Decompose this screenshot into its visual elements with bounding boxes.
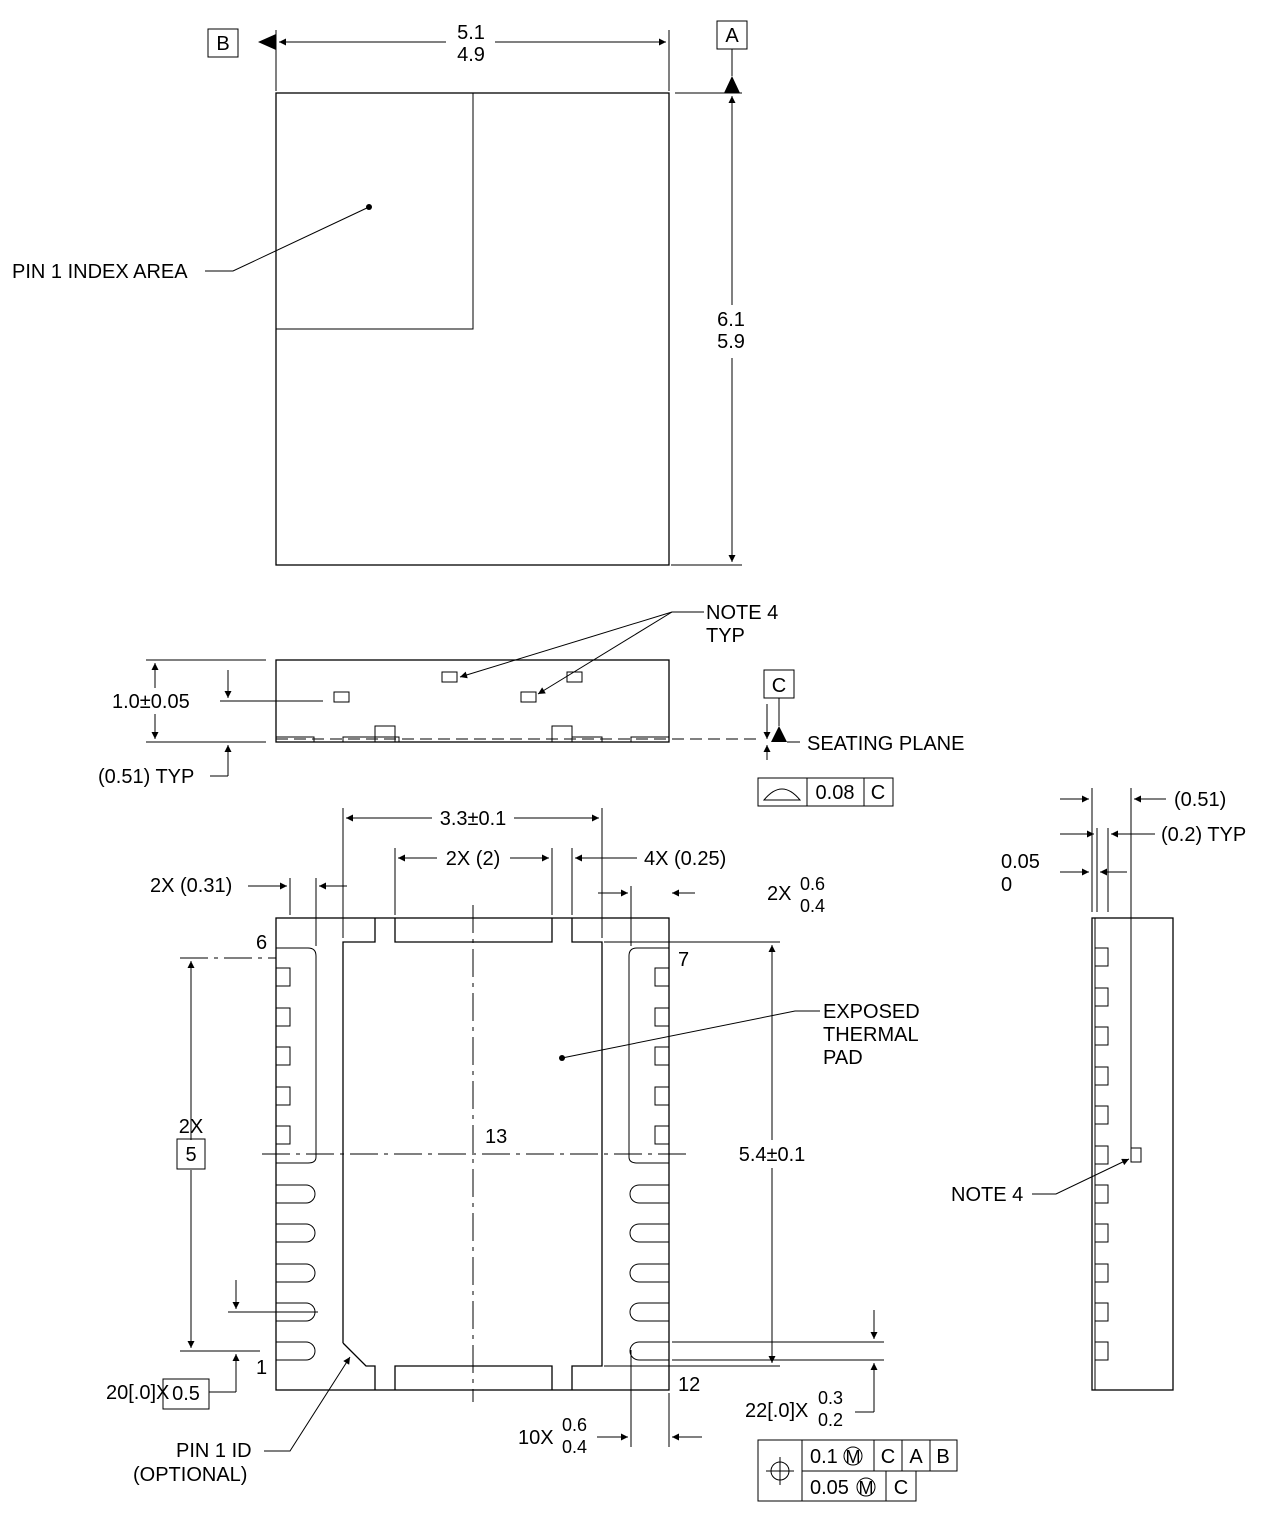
exposed-pad-leader [561, 1010, 820, 1059]
top-view: PIN 1 INDEX AREA B 5.1 4.9 A 6.1 5.9 [12, 20, 748, 566]
side-view: NOTE 4 TYP 1.0±0.05 (0.51) TYP C SEATING… [98, 602, 964, 807]
pin-7-label: 7 [678, 949, 689, 971]
seating-plane-label: SEATING PLANE [807, 733, 964, 755]
end-view-leads [1094, 947, 1109, 1361]
lead-width-max: 0.3 [818, 1388, 843, 1408]
lead-width-prefix: 22[.0]X [745, 1400, 808, 1422]
note4-typ: TYP [706, 625, 745, 647]
fcf-row1-tolerance: 0.1 [810, 1446, 838, 1468]
fcf-row1-datum-a: A [909, 1446, 923, 1468]
pitch-basic-frame [162, 1378, 210, 1410]
end-lead-thickness: (0.2) TYP [1161, 824, 1246, 846]
datum-b-triangle [258, 34, 276, 50]
end-standoff-max: 0.05 [1001, 851, 1040, 873]
lead-length-max: 0.6 [562, 1415, 587, 1435]
end-note4-leader [1032, 1158, 1130, 1195]
lead-length-min: 0.4 [562, 1437, 587, 1457]
datum-a-triangle [724, 76, 740, 93]
pin1-index-area [275, 92, 474, 330]
exposed-pad-label-2: THERMAL [823, 1024, 919, 1046]
mmc-symbol: M [846, 1447, 861, 1467]
corner-tab-max: 0.6 [800, 874, 825, 894]
corner-tab-prefix: 2X [767, 883, 791, 905]
note4-leader [459, 611, 673, 679]
span-basic-value: 5 [185, 1144, 196, 1166]
height-min: 5.9 [717, 331, 745, 353]
pin-6-label: 6 [256, 932, 267, 954]
end-standoff-min: 0 [1001, 874, 1012, 896]
mmc-symbol: M [859, 1478, 874, 1498]
datum-c-triangle [771, 726, 787, 742]
tie-bar-mark [566, 671, 583, 683]
pin1-index-leader [205, 206, 370, 272]
lead-length-prefix: 10X [518, 1427, 554, 1449]
package-body-side [275, 659, 670, 743]
position-tolerance-frame: 0.1 M C A B 0.05 M C [757, 1439, 958, 1502]
bottom-view: 6 7 1 12 13 EXPOSED THERMAL PAD 3.3±0.1 … [106, 808, 958, 1502]
datum-b-frame [207, 28, 239, 58]
tie-bar-mark [333, 691, 350, 703]
fcf-row2-datum-c: C [894, 1477, 908, 1499]
width-min: 4.9 [457, 44, 485, 66]
datum-b-label: B [216, 33, 229, 55]
datum-a-label: A [725, 25, 739, 47]
tie-bar-mark [441, 671, 458, 683]
flatness-datum: C [871, 782, 885, 804]
datum-c-label: C [772, 675, 786, 697]
end-note4-label: NOTE 4 [951, 1184, 1023, 1206]
flatness-value: 0.08 [816, 782, 855, 804]
corner-tab-min: 0.4 [800, 896, 825, 916]
exposed-pad-label-3: PAD [823, 1047, 863, 1069]
fcf-row1-datum-b: B [936, 1446, 949, 1468]
tab-width-value: 4X (0.25) [644, 848, 726, 870]
pitch-prefix: 20[.0]X [106, 1382, 169, 1404]
standoff-value: (0.51) TYP [98, 766, 194, 788]
tie-bar-mark [520, 691, 537, 703]
pitch-basic-value: 0.5 [172, 1383, 200, 1405]
package-body-end [1091, 917, 1174, 1391]
pin-1-label: 1 [256, 1357, 267, 1379]
pad-13-label: 13 [485, 1126, 507, 1148]
width-max: 5.1 [457, 22, 485, 44]
pin1-index-label: PIN 1 INDEX AREA [12, 261, 188, 283]
corner-offset-value: 2X (0.31) [150, 875, 232, 897]
flatness-symbol-icon [762, 788, 802, 801]
right-leads [628, 947, 670, 1361]
thickness-value: 1.0±0.05 [112, 691, 190, 713]
mmc-modifier-icon [843, 1446, 863, 1466]
end-lead-span: (0.51) [1174, 789, 1226, 811]
exposed-pad-label-1: EXPOSED [823, 1001, 920, 1023]
pin1-id-label: PIN 1 ID [176, 1440, 252, 1462]
span-count: 2X [179, 1116, 203, 1138]
end-view: (0.51) (0.2) TYP 0.05 0 NOTE 4 [951, 788, 1246, 1391]
pad-width-value: 3.3±0.1 [440, 808, 507, 830]
fcf-row2-tolerance: 0.05 [810, 1477, 849, 1499]
pin1-id-optional: (OPTIONAL) [133, 1464, 247, 1486]
pin1-id-leader [264, 1356, 351, 1452]
pin-12-label: 12 [678, 1374, 700, 1396]
fcf-row1-datum-c: C [881, 1446, 895, 1468]
note4-leader [537, 611, 673, 695]
flatness-frame [757, 777, 894, 807]
end-tie-bar-mark [1130, 1147, 1142, 1163]
pad-height-value: 5.4±0.1 [739, 1144, 806, 1166]
lead-width-min: 0.2 [818, 1410, 843, 1430]
tab-spacing-value: 2X (2) [446, 848, 500, 870]
height-max: 6.1 [717, 309, 745, 331]
mmc-modifier-icon [856, 1477, 876, 1497]
note4-label: NOTE 4 [706, 602, 778, 624]
span-basic-frame [176, 1138, 206, 1170]
